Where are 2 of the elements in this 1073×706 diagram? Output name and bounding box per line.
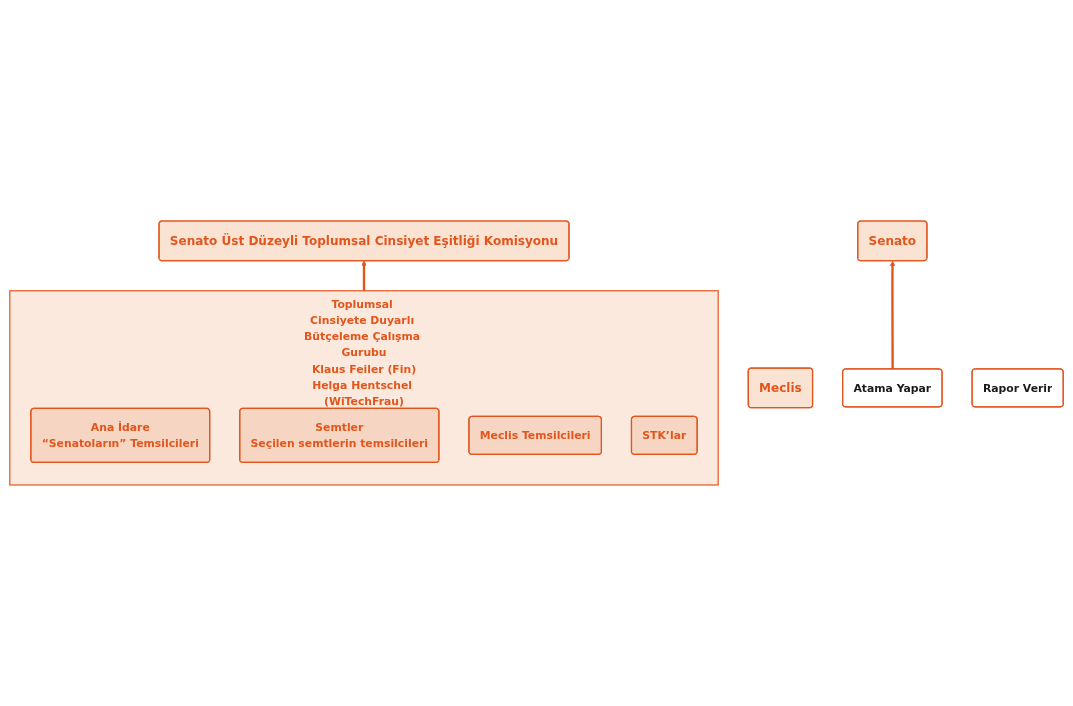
arrow	[361, 260, 367, 291]
arrow	[889, 260, 896, 370]
